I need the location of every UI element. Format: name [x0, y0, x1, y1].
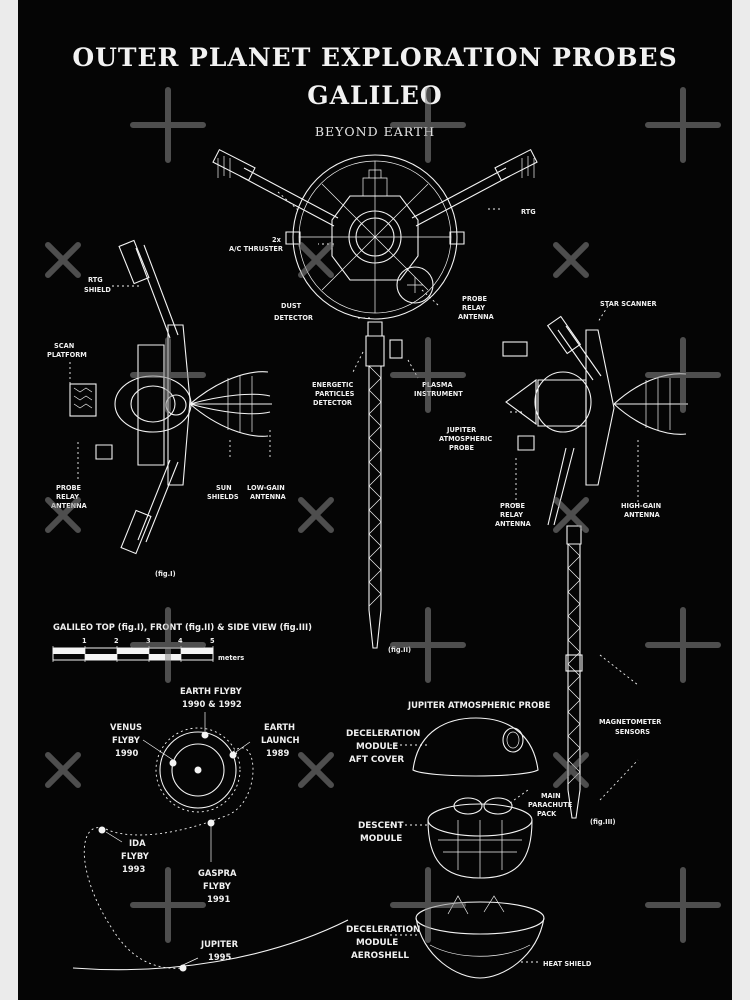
fig1-label-lowgain-2: ANTENNA: [250, 493, 287, 501]
fig2-label-ac-thruster-1: 2x: [272, 236, 282, 244]
watermark-pattern: [45, 87, 721, 943]
poster-subtitle: GALILEO: [307, 81, 442, 110]
venus-flyby-marker: [169, 759, 177, 767]
fig1-label-scan: SCAN: [54, 342, 74, 350]
scale-tick-4: 4: [178, 637, 183, 645]
traj-earth-flyby-2: 1990 & 1992: [182, 699, 242, 709]
probe-aft-cover-drawing: [412, 717, 539, 777]
traj-ida-3: 1993: [122, 864, 145, 874]
fig2-label-dust-1: DUST: [281, 302, 302, 310]
poster-title: OUTER PLANET EXPLORATION PROBES: [72, 43, 677, 72]
traj-gaspra-2: FLYBY: [203, 881, 232, 891]
probe-aft-3: AFT COVER: [349, 755, 404, 765]
fig1-spacecraft-drawing: [69, 239, 272, 555]
fig2-label-prelay-2: RELAY: [462, 304, 485, 312]
fig2-label-epd-3: DETECTOR: [313, 399, 352, 407]
probe-aft-1: DECELERATION: [346, 729, 420, 739]
scale-tick-5: 5: [210, 637, 215, 645]
fig3-label-magneto-1: MAGNETOMETER: [599, 718, 661, 726]
scale-tick-2: 2: [114, 637, 119, 645]
traj-ida-2: FLYBY: [121, 851, 150, 861]
blueprint-artwork: OUTER PLANET EXPLORATION PROBES GALILEO …: [45, 43, 721, 979]
trajectory-diagram: [72, 712, 349, 972]
fig3-spacecraft-drawing: [502, 315, 688, 819]
traj-ida-1: IDA: [129, 838, 146, 848]
probe-callouts: [390, 744, 538, 963]
fig3-label-jap-2: ATMOSPHERIC: [439, 435, 492, 443]
probe-descent-2: MODULE: [360, 834, 402, 844]
fig1-label-rtg: RTG: [88, 276, 103, 284]
probe-parachute-1: MAIN: [541, 792, 561, 800]
earth-flyby-marker: [201, 731, 209, 739]
fig2-label-prelay-3: ANTENNA: [458, 313, 495, 321]
fig3-label-magneto-2: SENSORS: [615, 728, 650, 736]
fig1-label-shields: SHIELDS: [207, 493, 239, 501]
probe-title: JUPITER ATMOSPHERIC PROBE: [407, 700, 551, 710]
traj-earth-flyby-1: EARTH FLYBY: [180, 686, 243, 696]
fig2-label-dust-2: DETECTOR: [274, 314, 313, 322]
fig2-label-plasma-1: PLASMA: [422, 381, 453, 389]
fig1-label-prelay-1: PROBE: [56, 484, 82, 492]
fig3-label-prelay-3: ANTENNA: [495, 520, 532, 528]
fig2-label-epd-1: ENERGETIC: [312, 381, 353, 389]
probe-descent-1: DESCENT: [358, 821, 403, 831]
fig2-label-plasma-2: INSTRUMENT: [414, 390, 463, 398]
traj-venus-2: FLYBY: [112, 735, 141, 745]
probe-aeroshell-3: AEROSHELL: [351, 951, 409, 961]
fig1-label-platform: PLATFORM: [47, 351, 87, 359]
fig2-label-epd-2: PARTICLES: [315, 390, 355, 398]
probe-aeroshell-2: MODULE: [356, 938, 398, 948]
traj-venus-3: 1990: [115, 748, 138, 758]
fig1-label-sun: SUN: [216, 484, 232, 492]
fig2-label-rtg: RTG: [521, 208, 536, 216]
scale-tick-3: 3: [146, 637, 151, 645]
probe-aft-2: MODULE: [356, 742, 398, 752]
traj-jupiter-1: JUPITER: [200, 939, 239, 949]
fig1-callouts: [69, 285, 271, 480]
traj-gaspra-3: 1991: [207, 894, 230, 904]
probe-aeroshell-drawing: [415, 895, 545, 979]
fig3-caption: (fig.III): [590, 818, 616, 826]
jupiter-marker: [179, 964, 187, 972]
sun-marker: [194, 766, 202, 774]
scale-unit: meters: [218, 654, 244, 662]
fig3-label-highgain-2: ANTENNA: [624, 511, 661, 519]
earth-launch-marker: [229, 751, 237, 759]
fig2-caption: (fig.II): [388, 646, 411, 654]
traj-launch-2: LAUNCH: [261, 735, 300, 745]
scale-tick-1: 1: [82, 637, 87, 645]
fig3-label-prelay-1: PROBE: [500, 502, 526, 510]
traj-launch-1: EARTH: [264, 722, 295, 732]
probe-descent-module-drawing: [427, 797, 533, 879]
fig2-callouts: [277, 191, 503, 379]
probe-parachute-3: PACK: [537, 810, 557, 818]
fig1-label-lowgain-1: LOW-GAIN: [247, 484, 285, 492]
fig3-callouts: [510, 305, 639, 801]
gaspra-flyby-marker: [207, 819, 215, 827]
fig1-label-shield: SHIELD: [84, 286, 111, 294]
fig3-label-star-scanner: STAR SCANNER: [600, 300, 657, 308]
poster: OUTER PLANET EXPLORATION PROBES GALILEO …: [18, 0, 732, 1000]
traj-venus-1: VENUS: [110, 722, 142, 732]
fig3-label-jap-3: PROBE: [449, 444, 475, 452]
probe-parachute-2: PARACHUTE: [528, 801, 573, 809]
traj-gaspra-1: GASPRA: [198, 868, 237, 878]
fig2-spacecraft-drawing: [212, 148, 538, 649]
fig3-label-prelay-2: RELAY: [500, 511, 523, 519]
probe-heat-shield: HEAT SHIELD: [543, 960, 592, 968]
fig1-label-prelay-2: RELAY: [56, 493, 79, 501]
fig2-label-prelay-1: PROBE: [462, 295, 488, 303]
probe-aeroshell-1: DECELERATION: [346, 925, 420, 935]
fig2-label-ac-thruster-2: A/C THRUSTER: [229, 245, 283, 253]
fig3-label-highgain-1: HIGH-GAIN: [621, 502, 661, 510]
traj-launch-3: 1989: [266, 748, 289, 758]
fig3-label-jap-1: JUPITER: [446, 426, 476, 434]
scale-bar: [52, 646, 214, 662]
ida-flyby-marker: [98, 826, 106, 834]
scale-title: GALILEO TOP (fig.I), FRONT (fig.II) & SI…: [53, 622, 312, 632]
fig1-caption: (fig.I): [155, 570, 176, 578]
traj-jupiter-2: 1995: [208, 952, 231, 962]
